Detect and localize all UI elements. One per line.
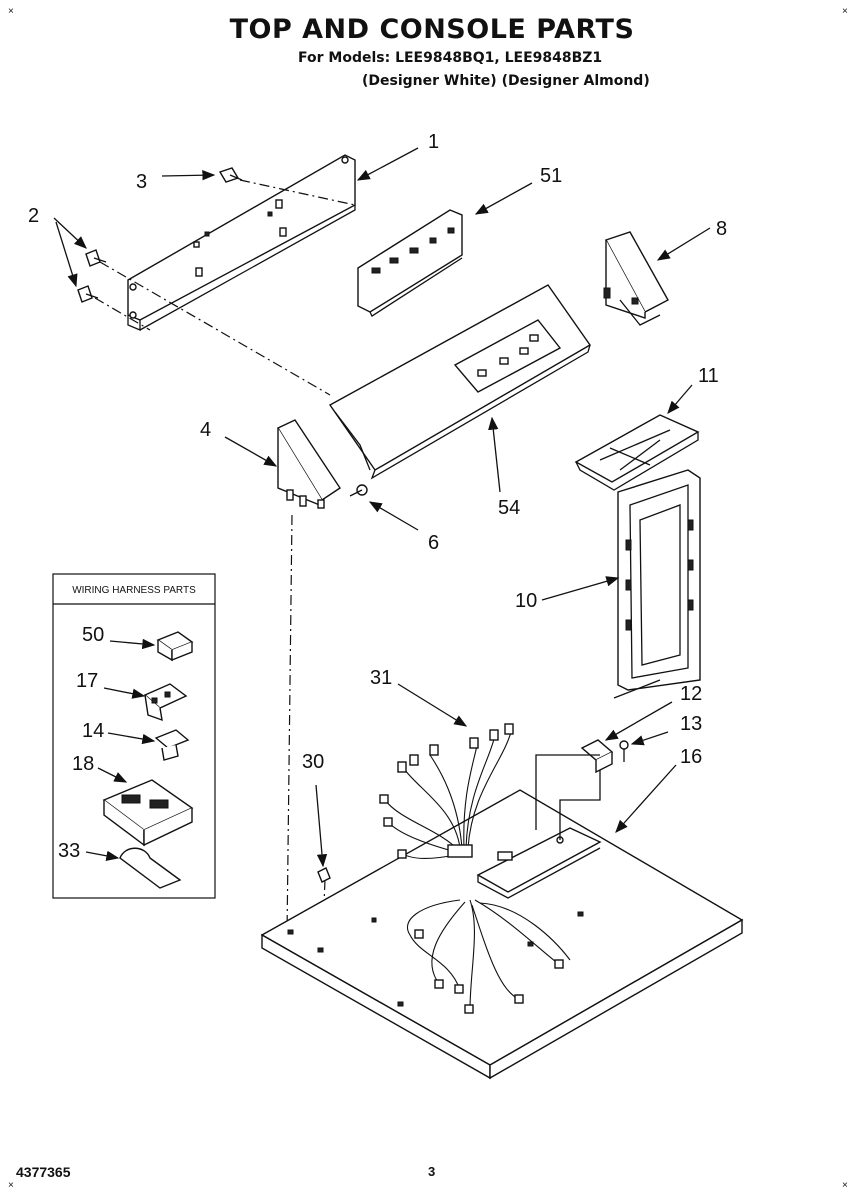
callout-51: 51 [540, 165, 562, 187]
page-title: TOP AND CONSOLE PARTS [229, 14, 635, 45]
part-50-connector [156, 631, 194, 662]
part-10-lint-housing [617, 469, 701, 691]
callout-3: 3 [136, 171, 147, 193]
page-number: 3 [428, 1164, 436, 1179]
corner-mark-tr: × [842, 6, 848, 17]
models-line: For Models: LEE9848BQ1, LEE9848BZ1 [298, 50, 603, 66]
part-54-console-panel [328, 284, 592, 480]
callout-16: 16 [680, 746, 702, 768]
part-16-top-panel [260, 789, 744, 1080]
part-30-clip [317, 867, 331, 883]
corner-mark-br: × [842, 1180, 848, 1191]
callout-8: 8 [716, 218, 727, 240]
callout-6: 6 [428, 532, 439, 554]
part-18-block [102, 779, 194, 847]
callout-18: 18 [72, 753, 94, 775]
callout-33: 33 [58, 840, 80, 862]
callout-50: 50 [82, 624, 104, 646]
corner-mark-bl: × [8, 1180, 14, 1191]
callout-17: 17 [76, 670, 98, 692]
wiring-harness-box [52, 573, 216, 899]
part-14-connector [154, 729, 190, 761]
part-1-console-bracket [127, 154, 356, 331]
part-3-screw [218, 167, 243, 183]
part-51-control-board [357, 209, 463, 317]
part-2-screws [77, 249, 107, 303]
callout-10: 10 [515, 590, 537, 612]
callout-14: 14 [82, 720, 104, 742]
lower-wiring-harness [406, 899, 571, 1014]
callout-4: 4 [200, 419, 211, 441]
colors-line: (Designer White) (Designer Almond) [362, 73, 650, 89]
corner-mark-tl: × [8, 6, 14, 17]
part-33-clip [119, 847, 182, 889]
callout-2: 2 [28, 205, 39, 227]
part-6-screw [349, 484, 368, 497]
part-13-screw [619, 740, 629, 762]
part-11-lint-filter [574, 414, 700, 491]
wiring-box-title: WIRING HARNESS PARTS [72, 585, 196, 596]
callout-30: 30 [302, 751, 324, 773]
callout-13: 13 [680, 713, 702, 735]
callout-31: 31 [370, 667, 392, 689]
leader-lines [53, 147, 711, 868]
part-17-terminal-block [143, 683, 188, 722]
document-number: 4377365 [16, 1164, 71, 1180]
part-31-wiring-harness [379, 723, 514, 859]
part-12-bracket [580, 739, 614, 774]
callout-12: 12 [680, 683, 702, 705]
callout-1: 1 [428, 131, 439, 153]
part-4-end-cap [276, 419, 341, 509]
part-8-end-cap [603, 231, 669, 326]
callout-54: 54 [498, 497, 520, 519]
callout-11: 11 [698, 365, 719, 387]
